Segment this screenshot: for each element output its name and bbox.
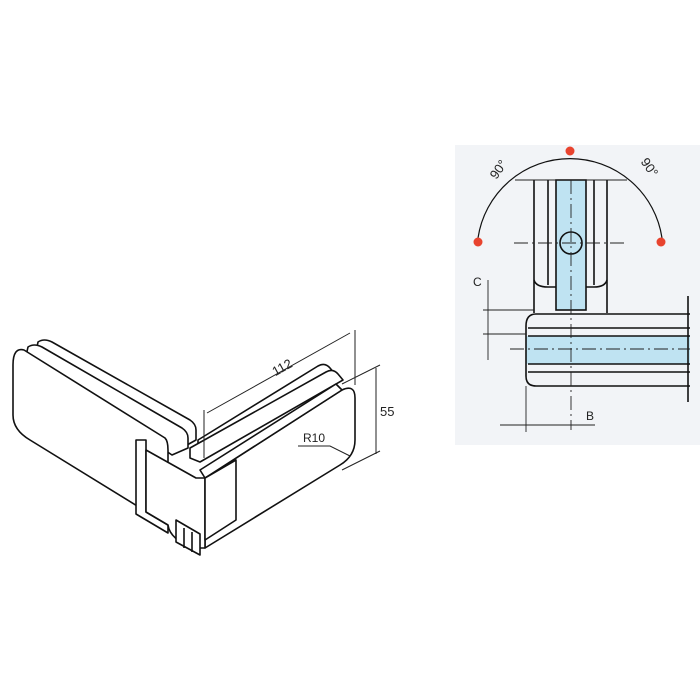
pivot-dot-top (565, 146, 575, 156)
iso-dimensions (203, 330, 381, 471)
hinge-bottom (175, 519, 201, 556)
right-panel-top (199, 383, 343, 479)
dim-55-ext (341, 450, 381, 471)
dim-c-label: C (473, 275, 482, 289)
plan-dimensions (483, 280, 595, 432)
dim-55-ext (341, 364, 381, 385)
horizontal-frame (525, 313, 690, 387)
dim-55-label: 55 (380, 404, 394, 419)
dim-r10-leader (298, 445, 351, 457)
right-plate-mid (189, 369, 344, 463)
right-panel-face (204, 387, 356, 549)
left-panel-face (12, 348, 169, 526)
rotation-arc (477, 158, 663, 239)
plan-centerlines (510, 179, 690, 430)
horizontal-glass (526, 336, 690, 364)
hinge-right-cut (204, 459, 237, 541)
iso-view (12, 339, 356, 556)
pivot-dot-right (656, 237, 666, 247)
dim-r10-label: R10 (303, 431, 325, 445)
dim-b-label: B (586, 409, 594, 423)
dim-112-line (206, 332, 351, 414)
pivot-dot-left (473, 237, 483, 247)
